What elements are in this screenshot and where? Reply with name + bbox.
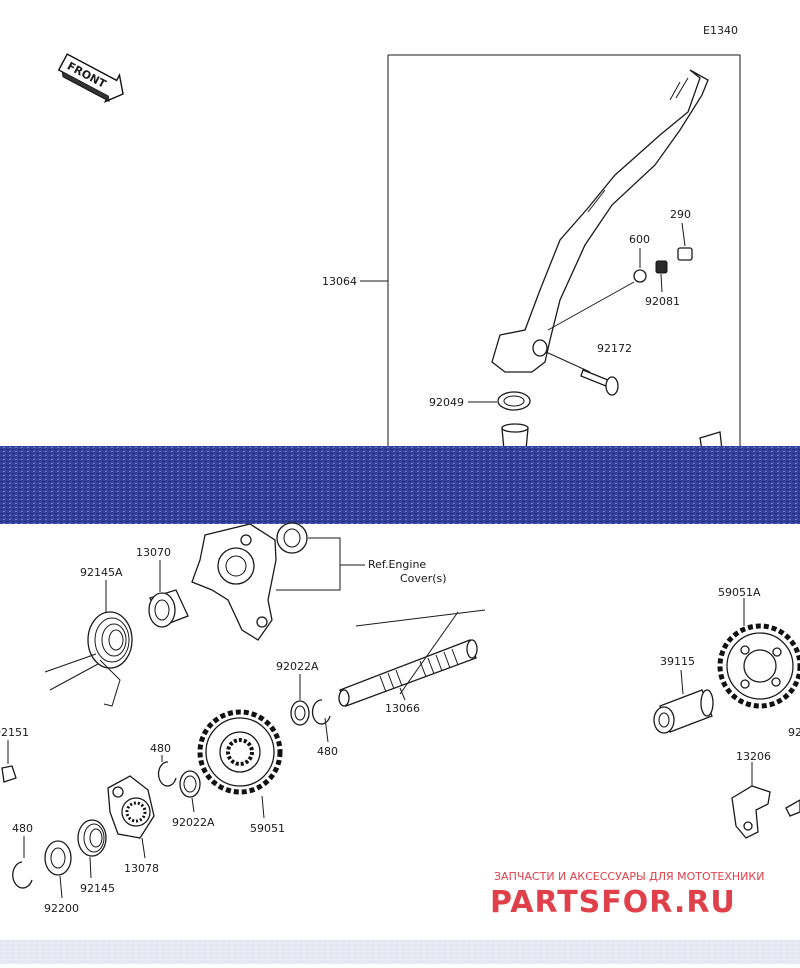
label-92145: 92145 — [80, 882, 115, 895]
bushing-13070 — [148, 589, 189, 628]
front-arrow-icon: FRONT — [57, 53, 124, 104]
pin-39115 — [653, 689, 714, 734]
spring-92145A — [87, 611, 133, 707]
bolt-92151 — [1, 765, 17, 783]
label-92145A: 92145A — [80, 566, 123, 579]
kick-pedal-lever — [491, 69, 709, 373]
ref-line1: Ref.Engine — [368, 558, 426, 571]
label-600: 600 — [629, 233, 650, 246]
screw-92081 — [655, 260, 668, 274]
spring-92145 — [77, 819, 107, 857]
label-92022A-top: 92022A — [276, 660, 319, 673]
label-39115: 39115 — [660, 655, 695, 668]
label-13078: 13078 — [124, 862, 159, 875]
ball-600 — [633, 269, 647, 283]
watermark-logo: PARTSFOR.RU — [490, 885, 736, 920]
label-290: 290 — [670, 208, 691, 221]
scan-band — [0, 446, 800, 524]
shaft-13066 — [338, 639, 478, 707]
label-480-mid: 480 — [150, 742, 171, 755]
label-13064: 13064 — [322, 275, 357, 288]
label-13070: 13070 — [136, 546, 171, 559]
label-92049: 92049 — [429, 396, 464, 409]
label-92022A-mid: 92022A — [172, 816, 215, 829]
label-92172: 92172 — [597, 342, 632, 355]
label-92081: 92081 — [645, 295, 680, 308]
diagram-code: E1340 — [703, 24, 738, 37]
label-13066: 13066 — [385, 702, 420, 715]
ref-line2: Cover(s) — [400, 572, 447, 585]
guide-13206 — [731, 785, 771, 839]
circlip-480-top — [311, 699, 331, 725]
label-92200: 92200 — [44, 902, 79, 915]
gear-59051 — [197, 709, 283, 795]
engine-cover — [191, 523, 277, 641]
label-59051: 59051 — [250, 822, 285, 835]
label-59051A: 59051A — [718, 586, 761, 599]
label-13206: 13206 — [736, 750, 771, 763]
spring-290 — [677, 247, 693, 261]
gear-59051A — [717, 623, 800, 709]
bolt-92172 — [580, 369, 619, 396]
ratchet-13078 — [107, 775, 155, 839]
label-480-left: 480 — [12, 822, 33, 835]
watermark-caption: ЗАПЧАСТИ И АКСЕССУАРЫ ДЛЯ МОТОТЕХНИКИ — [494, 870, 764, 883]
label-92151: 92151 — [0, 726, 29, 739]
label-480-top: 480 — [317, 745, 338, 758]
oil-seal — [276, 522, 308, 554]
circlip-480-left — [12, 861, 33, 889]
scan-noise-bottom — [0, 940, 800, 964]
circlip-480-mid — [157, 761, 177, 787]
label-92-cut: 92 — [788, 726, 800, 739]
